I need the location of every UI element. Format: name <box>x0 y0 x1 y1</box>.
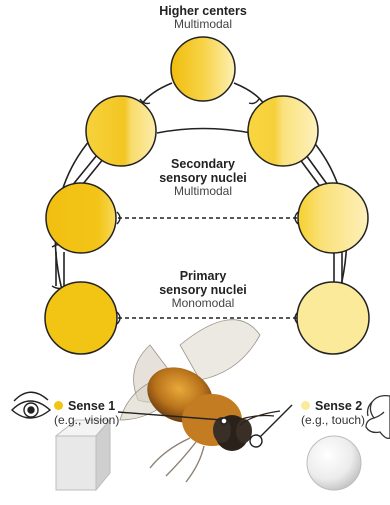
primary-sub: Monomodal <box>143 297 263 310</box>
mid-left-node <box>86 96 156 166</box>
secondary-left-node <box>46 183 116 253</box>
primary-title-line2: sensory nuclei <box>143 283 263 297</box>
secondary-right-node <box>298 183 368 253</box>
sense2-dot <box>301 401 310 410</box>
secondary-sub: Multimodal <box>143 185 263 198</box>
sense1-example: (e.g., vision) <box>54 413 119 427</box>
mid-right-node <box>248 96 318 166</box>
higher-centers-sub: Multimodal <box>143 18 263 31</box>
cube-icon <box>56 420 110 490</box>
higher-center-node <box>171 37 235 101</box>
secondary-nuclei-label: Secondary sensory nuclei Multimodal <box>143 157 263 198</box>
bee-illustration <box>120 320 280 482</box>
sense2-title: Sense 2 <box>315 399 362 413</box>
secondary-title-line1: Secondary <box>143 157 263 171</box>
sense2-label: Sense 2 (e.g., touch) <box>301 399 365 428</box>
eye-icon <box>12 392 50 418</box>
higher-centers-title: Higher centers <box>143 4 263 18</box>
primary-left-node <box>45 282 117 354</box>
primary-nuclei-label: Primary sensory nuclei Monomodal <box>143 269 263 310</box>
hand-icon <box>366 396 390 439</box>
primary-title-line1: Primary <box>143 269 263 283</box>
sense1-label: Sense 1 (e.g., vision) <box>54 399 119 428</box>
secondary-title-line2: sensory nuclei <box>143 171 263 185</box>
primary-right-node <box>297 282 369 354</box>
sense2-example: (e.g., touch) <box>301 413 365 427</box>
sense1-title: Sense 1 <box>68 399 115 413</box>
sense1-dot <box>54 401 63 410</box>
sphere-icon <box>307 436 361 490</box>
higher-centers-label: Higher centers Multimodal <box>143 4 263 31</box>
